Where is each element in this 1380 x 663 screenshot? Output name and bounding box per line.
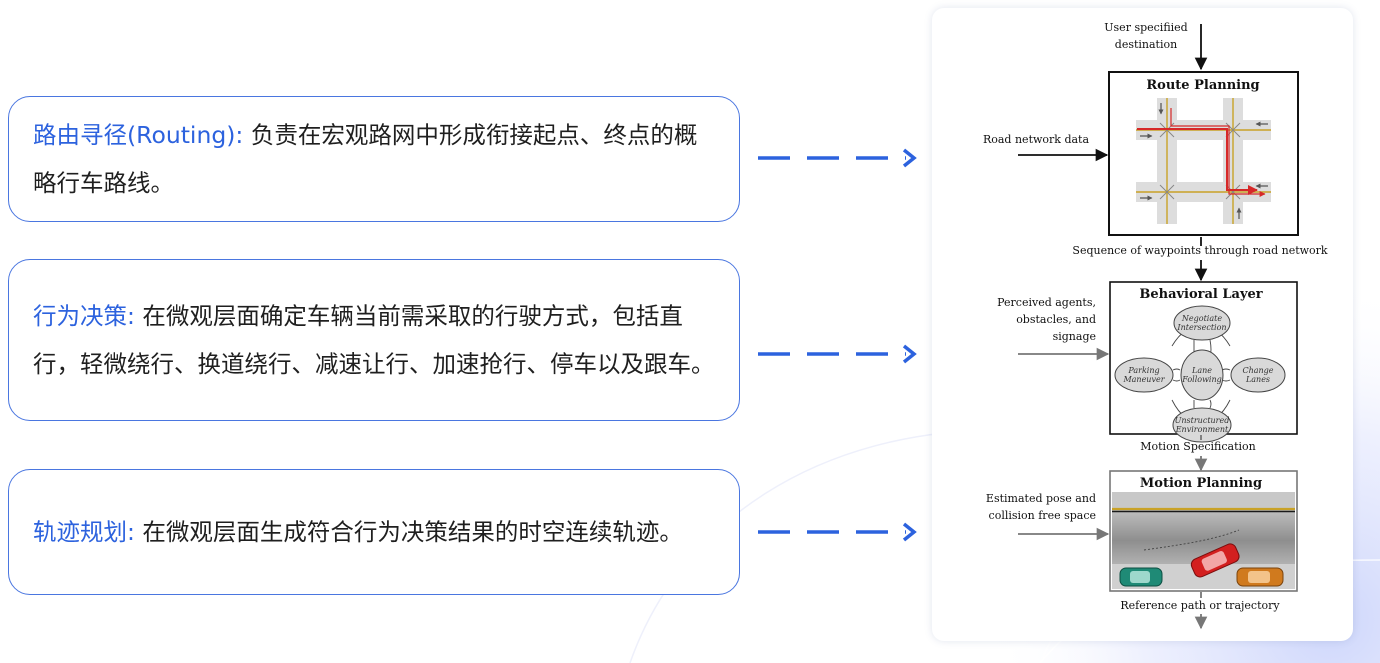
top-input-line2: destination — [1115, 38, 1177, 51]
behavior-dashed-arrow-icon — [758, 344, 917, 364]
pose-line2: collision free space — [989, 509, 1096, 522]
motion-text: 轨迹规划: 在微观层面生成符合行为决策结果的时空连续轨迹。 — [33, 508, 683, 556]
state-parking-1: Parking — [1127, 366, 1159, 375]
road-network-input: Road network data — [983, 133, 1089, 146]
behavior-text: 行为决策: 在微观层面确定车辆当前需采取的行驶方式，包括直行，轻微绕行、换道绕行… — [33, 292, 717, 388]
planning-hierarchy-diagram: User specifiied destination Route Planni… — [932, 8, 1353, 641]
motion-planning-title: Motion Planning — [1140, 476, 1262, 491]
behavior-state-machine — [1114, 305, 1286, 443]
top-input-line1: User specifiied — [1104, 21, 1187, 34]
behavior-card: 行为决策: 在微观层面确定车辆当前需采取的行驶方式，包括直行，轻微绕行、换道绕行… — [8, 259, 740, 421]
state-negotiate-1: Negotiate — [1181, 314, 1222, 323]
state-lane-1: Lane — [1191, 366, 1212, 375]
route-planning-box — [1108, 71, 1299, 236]
behavior-title: 行为决策: — [33, 302, 135, 330]
behavioral-layer-title: Behavioral Layer — [1139, 287, 1262, 302]
motion-title: 轨迹规划: — [33, 518, 135, 546]
road-scene — [1112, 492, 1295, 589]
perceived-line2: obstacles, and — [1016, 313, 1096, 326]
routing-text: 路由寻径(Routing): 负责在宏观路网中形成衔接起点、终点的概略行车路线。 — [33, 111, 717, 207]
route-output: Sequence of waypoints through road netwo… — [1072, 244, 1328, 257]
motion-dashed-arrow-icon — [758, 522, 917, 542]
perceived-line1: Perceived agents, — [997, 296, 1096, 309]
state-lane-2: Following — [1181, 375, 1222, 384]
state-negotiate-2: Intersection — [1176, 323, 1226, 332]
state-unstructured-2: Environment — [1175, 425, 1229, 434]
red-car-icon — [1190, 543, 1240, 578]
motion-card: 轨迹规划: 在微观层面生成符合行为决策结果的时空连续轨迹。 — [8, 469, 740, 595]
state-parking-2: Maneuver — [1122, 375, 1165, 384]
motion-body: 在微观层面生成符合行为决策结果的时空连续轨迹。 — [142, 518, 683, 546]
perceived-line3: signage — [1053, 330, 1096, 343]
behavior-output: Motion Specification — [1140, 440, 1256, 453]
orange-car-icon — [1236, 567, 1284, 587]
routing-card: 路由寻径(Routing): 负责在宏观路网中形成衔接起点、终点的概略行车路线。 — [8, 96, 740, 222]
routing-body: 负责在宏观路网中形成衔接起点、终点的概略行车路线。 — [33, 121, 698, 197]
state-change-2: Lanes — [1245, 375, 1270, 384]
behavior-body: 在微观层面确定车辆当前需采取的行驶方式，包括直行，轻微绕行、换道绕行、减速让行、… — [33, 302, 715, 378]
state-change-1: Change — [1242, 366, 1273, 375]
routing-dashed-arrow-icon — [758, 148, 917, 168]
state-unstructured-1: Unstructured — [1175, 416, 1230, 425]
routing-title: 路由寻径(Routing): — [33, 121, 244, 149]
green-car-icon — [1119, 567, 1163, 587]
pose-line1: Estimated pose and — [986, 492, 1096, 505]
route-planning-title: Route Planning — [1146, 78, 1259, 93]
motion-output: Reference path or trajectory — [1120, 599, 1280, 612]
road-network-map — [1136, 98, 1271, 224]
